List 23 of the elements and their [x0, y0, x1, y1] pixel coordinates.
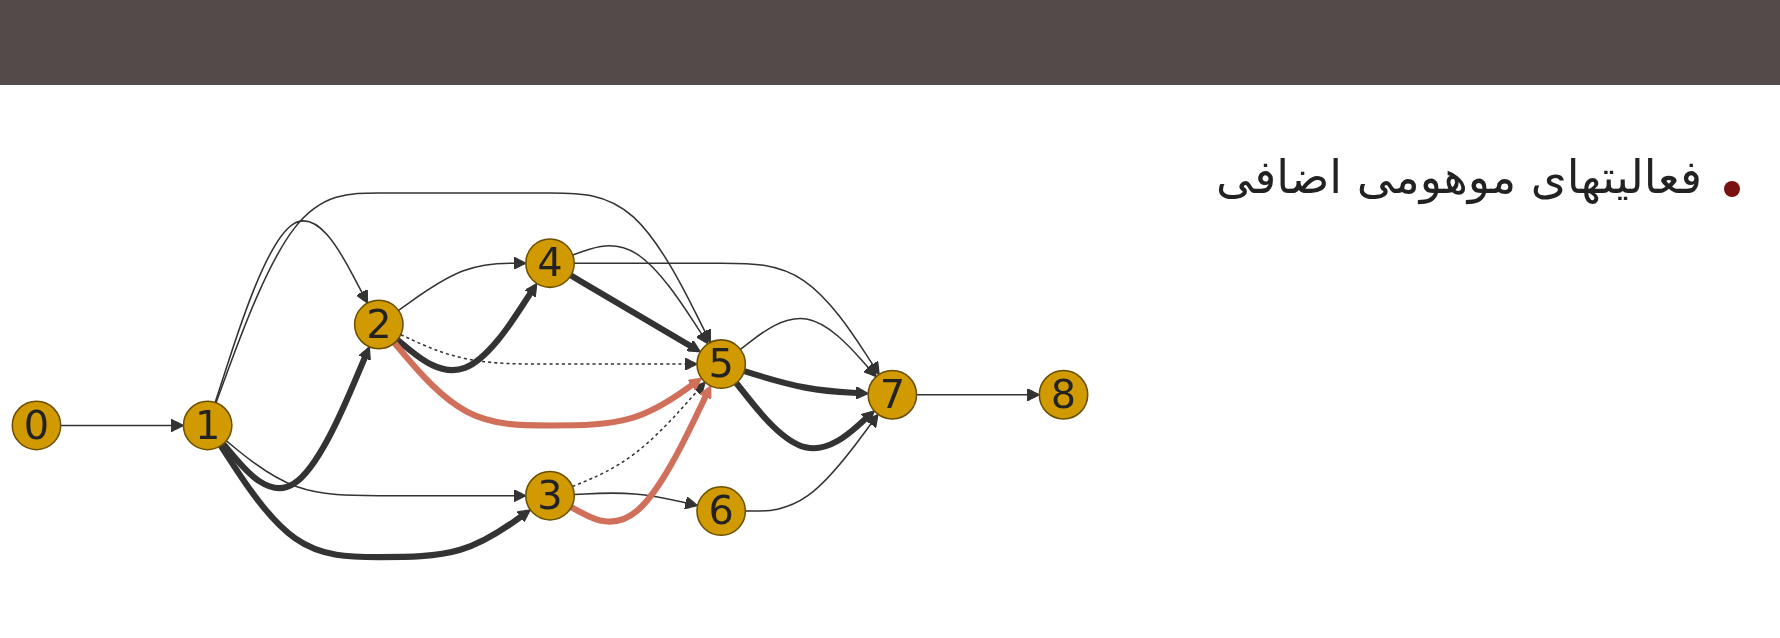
node-circle: 8 — [1038, 369, 1089, 420]
arrow — [400, 333, 698, 371]
node-circle: 1 — [182, 400, 233, 451]
node-circle: 4 — [525, 238, 575, 289]
node-circle: 0 — [11, 400, 62, 451]
arrow — [572, 245, 709, 345]
arrow — [214, 220, 369, 404]
node-circle: 2 — [353, 299, 404, 350]
arrow — [733, 381, 875, 452]
arrow — [218, 444, 531, 561]
arrow — [739, 317, 877, 378]
arrow — [392, 341, 703, 429]
arrow — [571, 381, 706, 488]
node-circle: 7 — [867, 369, 918, 420]
arrow — [215, 192, 711, 404]
arrow — [743, 368, 869, 400]
node-circle: 3 — [525, 470, 575, 521]
node-circle: 6 — [696, 486, 747, 537]
bullet-text: فعالیتهای موهومی اضافی — [1215, 150, 1702, 204]
arrow — [569, 272, 701, 353]
arrow — [395, 282, 538, 374]
arrow — [569, 385, 712, 525]
node-circle: 5 — [696, 339, 747, 390]
